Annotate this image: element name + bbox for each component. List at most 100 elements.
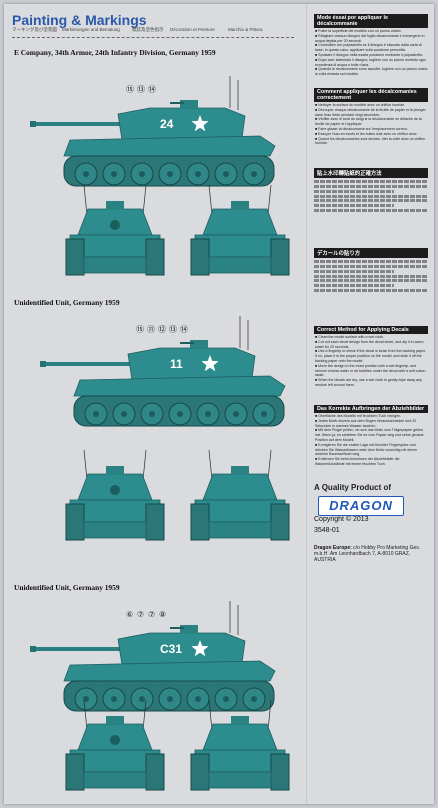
- page-title: Painting & Markings: [12, 12, 147, 28]
- instructions-de-list: Oberfläche des Modells mit feuchtem Tuch…: [314, 414, 428, 467]
- decal-callout: ⑬: [169, 325, 177, 334]
- star-marking: [191, 115, 209, 132]
- tank-front-svg: [65, 449, 165, 541]
- language-label-it: Marchio & Pittura: [228, 27, 263, 32]
- lower-plate: [208, 256, 272, 274]
- cupola: [180, 625, 198, 634]
- gun-muzzle: [110, 735, 120, 745]
- instructions-en-list: Clean the model surface with a wet cloth…: [314, 335, 428, 388]
- wheel-hub: [251, 171, 257, 177]
- cupola: [231, 716, 249, 725]
- text-line: [314, 274, 428, 278]
- instruction-step: Dopo aver sistemato il disegno, togliere…: [315, 58, 428, 68]
- tank-front-svg: [65, 184, 165, 276]
- instruction-step: Faire glisser la décalcomanie sur l'empl…: [315, 127, 428, 132]
- instruction-step: Essuyer l'eau en excès et les bulles d'a…: [315, 132, 428, 137]
- instruction-step: Controllare con polpastrello se il diseg…: [315, 43, 428, 53]
- machine-gun: [170, 102, 184, 104]
- lower-plate: [208, 771, 272, 789]
- address-label: Dragon Europe:: [314, 545, 352, 551]
- track-right: [270, 503, 290, 541]
- wheel-hub: [149, 411, 155, 417]
- instructions-jp-title: デカールの貼り方: [314, 248, 428, 258]
- dragon-logo: DRAGON: [318, 496, 404, 516]
- decal-callout: ⑦: [148, 610, 155, 619]
- address-text: c/o Hobby Pro Marketing Ges. m.b.H. Am L…: [314, 545, 421, 563]
- instruction-step: Korrigieren Sie die exakte Lage mit feuc…: [315, 443, 428, 457]
- wheel-hub: [251, 696, 257, 702]
- turret: [127, 347, 256, 381]
- language-label-jp: マーキング及び塗装図: [12, 27, 57, 32]
- wheel-hub: [223, 696, 229, 702]
- wheel-hub: [121, 411, 127, 417]
- instruction-step: Entfernen Sie beim Anrechnen der Abziehb…: [315, 457, 428, 467]
- unit-3-title: Unidentified Unit, Germany 1959: [14, 583, 120, 592]
- quality-text: A Quality Product of: [314, 483, 392, 492]
- track-left: [190, 503, 210, 541]
- machine-gun: [170, 627, 184, 629]
- product-code: 3548-01: [314, 527, 340, 534]
- text-line: [314, 179, 428, 183]
- wheel-hub: [223, 171, 229, 177]
- decal-callout: ⑭: [180, 325, 188, 334]
- decal-callout: ⑦: [137, 610, 144, 619]
- language-label-fr: Décoration et Peinture: [170, 27, 215, 32]
- instruction-step: Pulire la superficie del modello con un …: [315, 29, 428, 34]
- instruction-step: Cut out each decal design from the decal…: [315, 340, 428, 350]
- instructions-cn: 貼上水印轉貼紙的正確方法: [314, 168, 428, 214]
- text-line: [314, 284, 394, 288]
- instructions-fr-title: Mode éssai por appliquer le décalcommani…: [314, 14, 428, 28]
- decal-callout: ⑧: [159, 610, 166, 619]
- wheel-hub: [195, 696, 201, 702]
- star-marking: [201, 355, 219, 372]
- column-divider: [306, 4, 307, 804]
- instruction-step: Ritagliare ciascun disegno dal foglio de…: [315, 34, 428, 44]
- wheel-hub: [111, 696, 117, 702]
- text-line: [314, 209, 428, 213]
- wheel-hub: [83, 171, 89, 177]
- turret-marking: 24: [160, 117, 174, 131]
- text-line: [314, 194, 428, 198]
- turret-marking: C31: [160, 642, 182, 656]
- instructions-en: Correct Method for Applying Decals Clean…: [314, 326, 428, 388]
- text-line: [314, 184, 428, 188]
- lower-plate: [83, 771, 147, 789]
- instruction-step: Quand les décalcomanies sont sèches, ôte…: [315, 137, 428, 147]
- wheel-hub: [139, 696, 145, 702]
- muzzle: [40, 361, 46, 367]
- instructions-fr2-list: Nettoyer la surface du modèle avec un ch…: [314, 103, 428, 146]
- decal-callout: ⑬: [137, 85, 145, 94]
- wheel-hub: [93, 411, 99, 417]
- copyright-text: Copyright © 2013: [314, 516, 369, 523]
- text-line: [314, 289, 428, 293]
- wheel-hub: [111, 171, 117, 177]
- instructions-de-title: Das Korrekte Aufbringen der Abziehbilder: [314, 405, 428, 413]
- lower-plate: [83, 256, 147, 274]
- instructions-jp-lines: [314, 259, 428, 293]
- decal-callout: ⑥: [126, 610, 133, 619]
- unit-2-title: Unidentified Unit, Germany 1959: [14, 298, 120, 307]
- cupola: [231, 466, 249, 475]
- wheel-hub: [83, 696, 89, 702]
- text-line: [314, 204, 394, 208]
- gun-muzzle: [110, 220, 120, 230]
- turret: [202, 208, 278, 236]
- track-left: [190, 753, 210, 791]
- turret: [117, 107, 246, 141]
- instructions-fr: Mode éssai por appliquer le décalcommani…: [314, 14, 428, 77]
- decal-callout: ⑫: [158, 325, 166, 334]
- instruction-step: Quando le decalcomanie sono asciutte, to…: [315, 67, 428, 77]
- instruction-step: Vérifier avec le bout du doigt si la déc…: [315, 117, 428, 127]
- instruction-step: Mit dem Finger prüfen, ob sich das Motiv…: [315, 428, 428, 442]
- text-line: [314, 279, 428, 283]
- instruction-step: Clean the model surface with a wet cloth…: [315, 335, 428, 340]
- text-line: [314, 199, 428, 203]
- instructions-fr2: Comment appliquer les décalcomanies corr…: [314, 88, 428, 146]
- wheel-hub: [167, 171, 173, 177]
- tank-rear-svg: [190, 184, 290, 276]
- decal-callout: ⑭: [148, 85, 156, 94]
- cupola: [106, 716, 124, 725]
- hull: [63, 660, 276, 682]
